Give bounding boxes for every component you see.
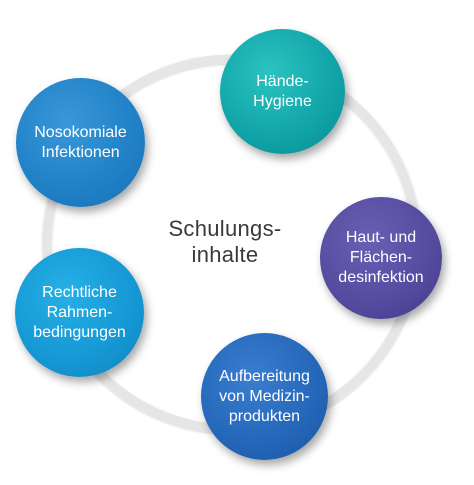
center-title-line-1: Schulungs- (168, 216, 282, 241)
topic-label-line: Aufbereitung (219, 367, 310, 385)
topic-label: Hände- Hygiene (237, 72, 328, 112)
topic-label: Haut- und Flächen- desinfektion (322, 228, 439, 288)
topic-label-line: desinfektion (338, 269, 424, 286)
topic-label-line: Nosokomiale (34, 123, 127, 141)
center-title: Schulungs- inhalte (140, 216, 310, 268)
topic-label-line: von Medizin- (219, 387, 310, 405)
topic-label-line: Hände- (256, 72, 309, 90)
topic-label: Aufbereitung von Medizin- produkten (203, 367, 326, 427)
topic-label-line: Haut- und (345, 229, 417, 246)
topic-node-nosokomiale-infektionen: Nosokomiale Infektionen (16, 78, 145, 207)
topic-label-line: Flächen- (349, 249, 413, 266)
topic-node-flaechendesinfektion: Haut- und Flächen- desinfektion (320, 197, 442, 319)
topic-label: Nosokomiale Infektionen (18, 123, 142, 163)
topic-label-line: Infektionen (41, 143, 120, 161)
topic-label-line: Rechtliche (42, 283, 117, 301)
topic-node-haende-hygiene: Hände- Hygiene (220, 29, 345, 154)
topic-label-line: bedingungen (33, 323, 126, 341)
topic-node-aufbereitung-medizinprodukte: Aufbereitung von Medizin- produkten (201, 333, 328, 460)
topic-label: Rechtliche Rahmen- bedingungen (17, 283, 142, 343)
topic-label-line: produkten (228, 407, 301, 425)
center-title-line-2: inhalte (191, 242, 259, 267)
topic-label-line: Hygiene (253, 92, 312, 110)
topic-label-line: Rahmen- (46, 303, 113, 321)
topic-node-rechtliche-rahmenbedingungen: Rechtliche Rahmen- bedingungen (15, 248, 144, 377)
